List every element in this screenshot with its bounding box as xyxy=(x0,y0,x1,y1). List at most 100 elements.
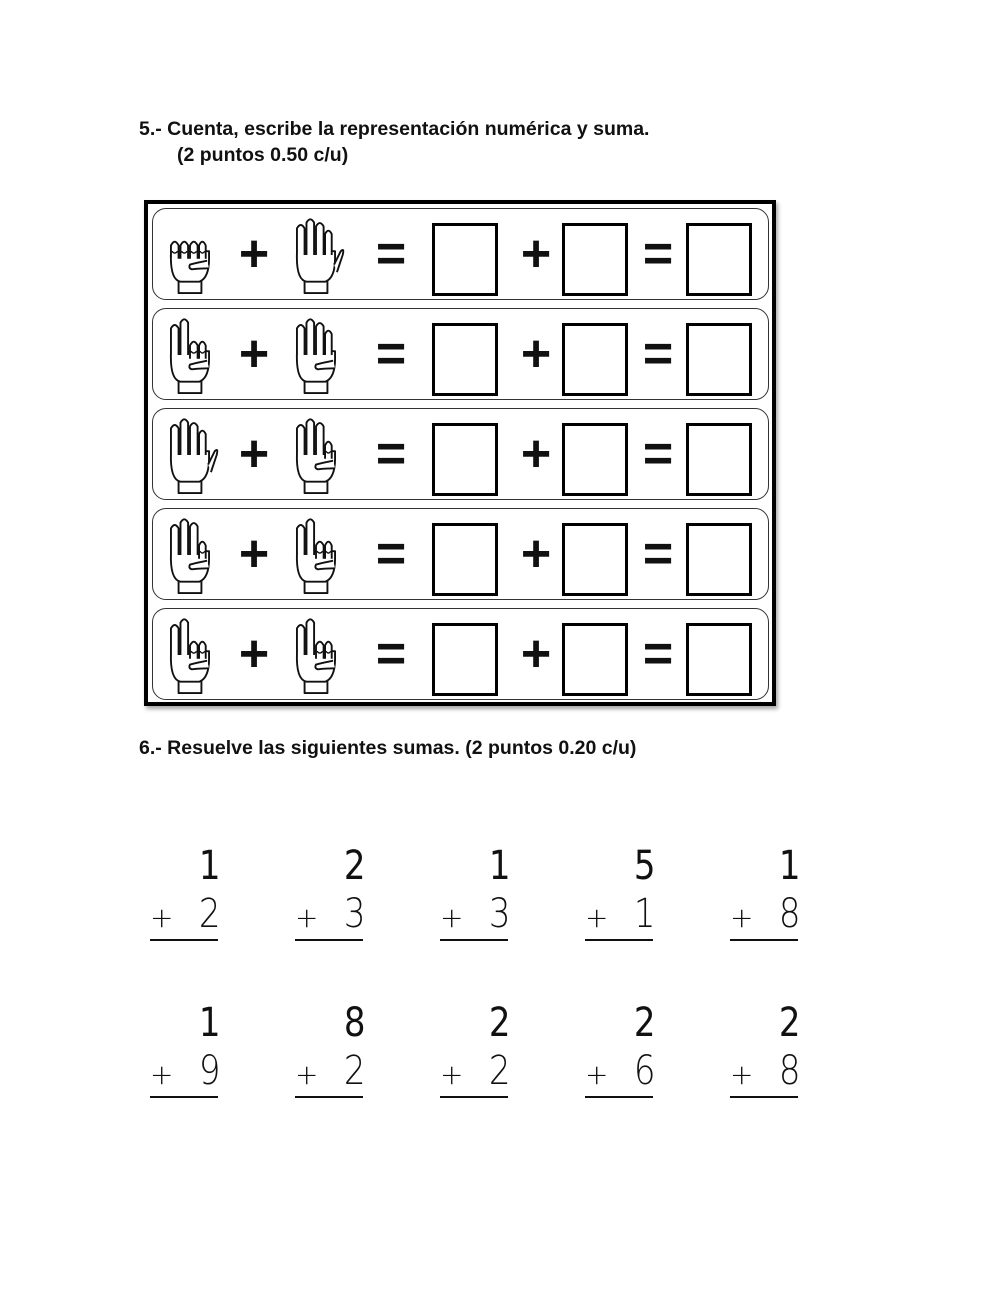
plus-sign: + xyxy=(150,901,174,934)
answer-box[interactable] xyxy=(686,523,752,596)
equals-sign: = xyxy=(642,425,674,483)
plus-sign: + xyxy=(238,225,270,283)
plus-sign: + xyxy=(440,901,464,934)
addend-top: 2 xyxy=(343,843,365,889)
answer-line[interactable] xyxy=(440,939,508,941)
exercise-5-points: (2 puntos 0.50 c/u) xyxy=(177,144,349,166)
hand-right-icon xyxy=(287,215,345,295)
equals-sign: = xyxy=(375,425,407,483)
equals-sign: = xyxy=(375,625,407,683)
plus-sign: + xyxy=(730,1058,754,1091)
hand-left-icon xyxy=(161,415,219,495)
exercise-5-title: 5.- Cuenta, escribe la representación nu… xyxy=(139,118,650,140)
equals-sign: = xyxy=(642,225,674,283)
addend-bottom: 8 xyxy=(778,891,800,937)
exercise-5-heading: 5.- Cuenta, escribe la representación nu… xyxy=(139,116,649,168)
number-box[interactable] xyxy=(432,623,498,696)
addend-bottom: 1 xyxy=(633,891,655,937)
addition-problem: 1 +8 xyxy=(730,843,820,953)
plus-sign: + xyxy=(585,901,609,934)
hand-right-icon xyxy=(287,615,345,695)
answer-line[interactable] xyxy=(585,939,653,941)
plus-sign: + xyxy=(585,1058,609,1091)
answer-line[interactable] xyxy=(150,1096,218,1098)
number-box[interactable] xyxy=(562,423,628,496)
plus-sign: + xyxy=(520,325,552,383)
hand-right-icon xyxy=(287,515,345,595)
plus-sign: + xyxy=(295,901,319,934)
plus-sign: + xyxy=(520,525,552,583)
finger-sum-panel: +=+=+=+=+=+=+=+=+=+= xyxy=(144,200,776,706)
answer-box[interactable] xyxy=(686,223,752,296)
plus-sign: + xyxy=(730,901,754,934)
answer-box[interactable] xyxy=(686,623,752,696)
answer-box[interactable] xyxy=(686,323,752,396)
addend-bottom: 3 xyxy=(488,891,510,937)
plus-sign: + xyxy=(440,1058,464,1091)
addition-problem: 2 +6 xyxy=(585,1000,675,1110)
answer-line[interactable] xyxy=(295,939,363,941)
equals-sign: = xyxy=(375,525,407,583)
number-box[interactable] xyxy=(562,523,628,596)
answer-line[interactable] xyxy=(585,1096,653,1098)
addend-bottom: 2 xyxy=(198,891,220,937)
addend-top: 8 xyxy=(343,1000,365,1046)
addition-problem: 8 +2 xyxy=(295,1000,385,1110)
plus-sign: + xyxy=(238,525,270,583)
answer-line[interactable] xyxy=(150,939,218,941)
addend-top: 1 xyxy=(198,1000,220,1046)
addition-problem: 2+2 xyxy=(440,1000,530,1110)
equals-sign: = xyxy=(642,625,674,683)
equals-sign: = xyxy=(375,325,407,383)
addition-problem: 1 +9 xyxy=(150,1000,240,1110)
answer-line[interactable] xyxy=(730,1096,798,1098)
answer-line[interactable] xyxy=(440,1096,508,1098)
addend-bottom: 3 xyxy=(343,891,365,937)
equals-sign: = xyxy=(375,225,407,283)
addend-top: 2 xyxy=(633,1000,655,1046)
equals-sign: = xyxy=(642,525,674,583)
equation-row: + = + = xyxy=(152,208,769,300)
addend-bottom: 8 xyxy=(778,1048,800,1094)
number-box[interactable] xyxy=(562,323,628,396)
addition-problem: 5 +1 xyxy=(585,843,675,953)
equals-sign: = xyxy=(642,325,674,383)
addend-top: 1 xyxy=(488,843,510,889)
hand-right-icon xyxy=(287,315,345,395)
equation-row: + = + = xyxy=(152,308,769,400)
number-box[interactable] xyxy=(432,323,498,396)
number-box[interactable] xyxy=(432,423,498,496)
answer-line[interactable] xyxy=(295,1096,363,1098)
addend-bottom: 2 xyxy=(343,1048,365,1094)
equation-row: + = + = xyxy=(152,408,769,500)
addend-top: 5 xyxy=(633,843,655,889)
equation-row: +=+= xyxy=(152,608,769,700)
plus-sign: + xyxy=(520,425,552,483)
hand-left-icon xyxy=(161,615,219,695)
plus-sign: + xyxy=(238,325,270,383)
number-box[interactable] xyxy=(562,623,628,696)
number-box[interactable] xyxy=(432,223,498,296)
plus-sign: + xyxy=(295,1058,319,1091)
plus-sign: + xyxy=(520,225,552,283)
addend-bottom: 9 xyxy=(198,1048,220,1094)
exercise-6-heading: 6.- Resuelve las siguientes sumas. (2 pu… xyxy=(139,737,637,759)
hand-left-icon xyxy=(161,515,219,595)
equation-row: + = + = xyxy=(152,508,769,600)
addend-top: 2 xyxy=(778,1000,800,1046)
number-box[interactable] xyxy=(432,523,498,596)
plus-sign: + xyxy=(150,1058,174,1091)
answer-line[interactable] xyxy=(730,939,798,941)
hand-right-icon xyxy=(287,415,345,495)
addition-problem: 1 +3 xyxy=(440,843,530,953)
addend-top: 2 xyxy=(488,1000,510,1046)
addition-problem: 2 +3 xyxy=(295,843,385,953)
number-box[interactable] xyxy=(562,223,628,296)
addition-problem: 2 +8 xyxy=(730,1000,820,1110)
addend-top: 1 xyxy=(778,843,800,889)
answer-box[interactable] xyxy=(686,423,752,496)
addend-bottom: 6 xyxy=(633,1048,655,1094)
hand-left-icon xyxy=(161,215,219,295)
plus-sign: + xyxy=(238,425,270,483)
plus-sign: + xyxy=(238,625,270,683)
